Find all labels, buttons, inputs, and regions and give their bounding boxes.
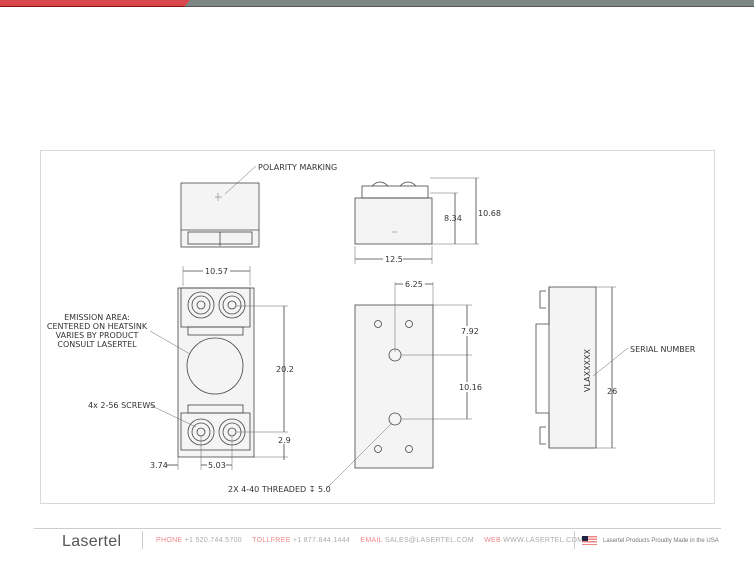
- dim-10-16: 10.16: [459, 383, 482, 392]
- lasertel-logo: Lasertel: [62, 533, 122, 550]
- tollfree-key: TOLLFREE: [252, 537, 291, 544]
- us-flag-icon: [582, 536, 597, 545]
- dim-7-92: 7.92: [461, 327, 479, 336]
- screws-label: 4x 2-56 SCREWS: [88, 401, 155, 410]
- made-in-usa: Lasertel Products Proudly Made in the US…: [603, 538, 719, 544]
- serial-marking: VLAXXXXX: [583, 348, 592, 392]
- serial-label: SERIAL NUMBER: [630, 345, 696, 354]
- emission-label: VARIES BY PRODUCT: [56, 331, 139, 340]
- footer-divider: [34, 528, 721, 529]
- footer-separator: [574, 531, 575, 549]
- polarity-label: POLARITY MARKING: [258, 163, 337, 172]
- top-view: POLARITY MARKING: [180, 163, 337, 248]
- tollfree-value: +1 877.844.1444: [292, 537, 351, 544]
- dim-5-03: 5.03: [208, 461, 226, 470]
- header-accent: [0, 0, 190, 7]
- threaded-label: 2X 4-40 THREADED ↧ 5.0: [228, 485, 331, 494]
- front-view: 8.34 10.68 12.5: [354, 177, 501, 264]
- dim-10-68: 10.68: [478, 209, 501, 218]
- header-bar: [0, 0, 754, 7]
- email-link[interactable]: SALES@LASERTEL.COM: [384, 537, 474, 544]
- bottom-view: 10.57 20.2 2.9 3.74 5.03 EMISSION AREA: …: [47, 266, 294, 470]
- dim-20-2: 20.2: [276, 365, 294, 374]
- dim-12-5: 12.5: [385, 255, 403, 264]
- dim-6-25: 6.25: [405, 280, 423, 289]
- phone-value: +1 520.744.5700: [184, 537, 242, 544]
- footer-separator: [142, 531, 143, 549]
- footer-contact: PHONE +1 520.744.5700 TOLLFREE +1 877.84…: [156, 537, 583, 544]
- email-key: EMAIL: [360, 537, 383, 544]
- phone-key: PHONE: [156, 537, 183, 544]
- drawing-frame: [40, 150, 715, 504]
- emission-label: EMISSION AREA:: [64, 313, 130, 322]
- dim-2-9: 2.9: [278, 436, 291, 445]
- dim-3-74: 3.74: [150, 461, 168, 470]
- emission-label: CENTERED ON HEATSINK: [47, 322, 148, 331]
- dim-26: 26: [607, 387, 617, 396]
- web-key: WEB: [484, 537, 501, 544]
- emission-label: CONSULT LASERTEL: [57, 340, 137, 349]
- mounting-view: 6.25 7.92 10.16 2X 4-40 THREADED ↧ 5.0: [228, 279, 482, 494]
- dim-8-34: 8.34: [444, 214, 462, 223]
- side-view: 26 VLAXXXXX SERIAL NUMBER: [535, 286, 696, 449]
- web-link[interactable]: WWW.LASERTEL.COM: [503, 537, 584, 544]
- dim-10-57: 10.57: [205, 267, 228, 276]
